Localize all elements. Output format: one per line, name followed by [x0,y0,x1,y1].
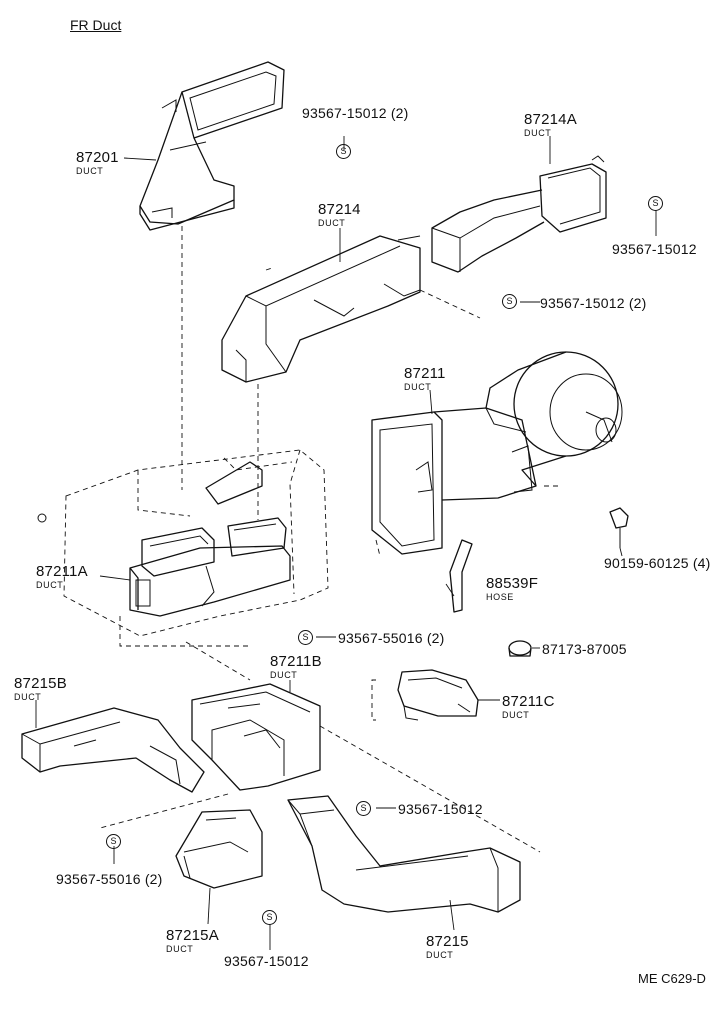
part-number: 87201 [76,149,119,166]
part-label-87214a[interactable]: 87214A DUCT [524,112,577,138]
fastener-label-4[interactable]: 90159-60125 (4) [604,555,711,571]
part-number: 87211C [502,693,555,710]
part-label-87211c[interactable]: 87211C DUCT [502,694,555,720]
part-number: 87215 [426,933,469,950]
screw-symbol-icon: S [356,801,371,816]
part-label-88539f[interactable]: 88539F HOSE [486,576,538,602]
fastener-label-3[interactable]: 93567-15012 (2) [540,295,647,311]
clip-87173-drawing [508,640,532,657]
duct-87201-drawing [139,61,285,231]
screw-symbol-icon: S [648,196,663,211]
fastener-label-8[interactable]: 93567-55016 (2) [56,871,163,887]
part-label-87211b[interactable]: 87211B DUCT [270,654,322,680]
leader-lines [35,136,657,950]
duct-87214-drawing [221,235,421,383]
drawing-code: ME C629-D [638,971,706,986]
duct-87211b-drawing [191,683,321,791]
part-number: 87214 [318,201,361,218]
part-name: DUCT [36,580,64,590]
screw-symbol-icon: S [502,294,517,309]
hose-88539f-drawing [449,539,473,613]
part-name: DUCT [76,166,104,176]
duct-87211a-drawing [37,449,329,637]
screw-symbol-icon: S [106,834,121,849]
part-name: DUCT [404,382,432,392]
part-name: DUCT [426,950,454,960]
duct-87214a-drawing [431,155,607,273]
diagram-title: FR Duct [70,17,122,33]
fastener-label-2[interactable]: 93567-15012 [612,241,697,257]
part-name: HOSE [486,592,514,602]
assembly-lines [99,226,560,853]
part-number: 87211B [270,653,322,670]
fastener-label-6[interactable]: 93567-55016 (2) [338,630,445,646]
part-label-87215[interactable]: 87215 DUCT [426,934,469,960]
part-name: DUCT [270,670,298,680]
duct-87215a-drawing [175,809,263,889]
fastener-label-5[interactable]: 87173-87005 [542,641,627,657]
duct-87211c-drawing [397,669,479,721]
part-number: 87211A [36,563,88,580]
part-name: DUCT [318,218,346,228]
duct-87215-drawing [287,795,521,913]
fastener-label-7[interactable]: 93567-15012 [398,801,483,817]
part-label-87214[interactable]: 87214 DUCT [318,202,361,228]
part-number: 88539F [486,575,539,592]
screw-symbol-icon: S [298,630,313,645]
part-label-87215a[interactable]: 87215A DUCT [166,928,219,954]
part-label-87211a[interactable]: 87211A DUCT [36,564,88,590]
part-number: 87211 [404,365,446,382]
duct-87215b-drawing [21,707,205,793]
part-name: DUCT [502,710,530,720]
part-label-87201[interactable]: 87201 DUCT [76,150,119,176]
part-name: DUCT [14,692,42,702]
fastener-label-1[interactable]: 93567-15012 (2) [302,105,409,121]
part-number: 87215B [14,675,67,692]
screw-symbol-icon: S [262,910,277,925]
part-label-87211[interactable]: 87211 DUCT [404,366,446,392]
part-number: 87214A [524,111,577,128]
part-name: DUCT [166,944,194,954]
part-label-87215b[interactable]: 87215B DUCT [14,676,67,702]
screw-90159-drawing [609,507,629,548]
part-number: 87215A [166,927,219,944]
part-name: DUCT [524,128,552,138]
duct-87211-drawing [371,351,623,555]
screw-symbol-icon: S [336,144,351,159]
fastener-label-9[interactable]: 93567-15012 [224,953,309,969]
